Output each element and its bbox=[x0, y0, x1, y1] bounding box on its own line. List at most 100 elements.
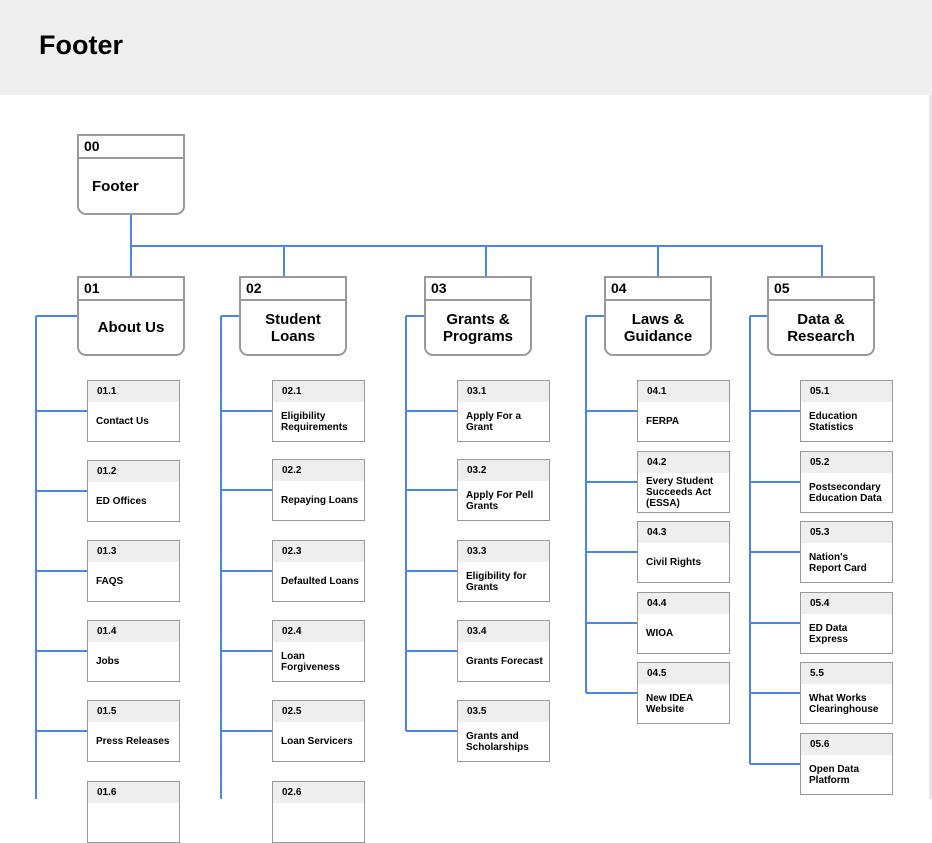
page-number: 01.1 bbox=[88, 381, 179, 402]
page-label: Jobs bbox=[96, 656, 120, 667]
page-label: Grants and Scholarships bbox=[466, 730, 529, 753]
connector-lines bbox=[35, 215, 823, 799]
section-number: 01 bbox=[79, 278, 183, 301]
node-number: 00 bbox=[79, 136, 183, 159]
page-label: Civil Rights bbox=[646, 557, 702, 568]
page-number: 5.5 bbox=[801, 663, 892, 684]
page-number: 04.4 bbox=[638, 593, 729, 614]
page-label: Loan Servicers bbox=[281, 736, 353, 747]
node-label: Footer bbox=[92, 177, 139, 195]
page-number: 05.3 bbox=[801, 522, 892, 543]
page-label: FAQS bbox=[96, 576, 124, 587]
page-number: 01.5 bbox=[88, 701, 179, 722]
section-number: 04 bbox=[606, 278, 710, 301]
page-number: 04.3 bbox=[638, 522, 729, 543]
page-header: Footer bbox=[0, 0, 932, 95]
page-label bbox=[281, 803, 361, 842]
section-label: Data & Research bbox=[787, 310, 855, 345]
page-number: 01.6 bbox=[88, 782, 179, 803]
page-number: 01.3 bbox=[88, 541, 179, 562]
page-label: Contact Us bbox=[96, 416, 149, 427]
page-title: Footer bbox=[39, 30, 123, 60]
page-number: 04.1 bbox=[638, 381, 729, 402]
page-label: New IDEA Website bbox=[646, 692, 694, 715]
section-label: Student Loans bbox=[265, 310, 321, 345]
page-number: 03.5 bbox=[458, 701, 549, 722]
page-number: 02.5 bbox=[273, 701, 364, 722]
page-number: 05.2 bbox=[801, 452, 892, 473]
page-number: 02.1 bbox=[273, 381, 364, 402]
page-label: FERPA bbox=[646, 416, 680, 427]
section-label: Laws & Guidance bbox=[623, 310, 693, 345]
page-number: 05.6 bbox=[801, 734, 892, 755]
page-label: Postsecondary Education Data bbox=[809, 481, 882, 504]
page-label: Loan Forgiveness bbox=[281, 650, 340, 673]
right-border bbox=[929, 95, 932, 799]
root-node[interactable]: 00 Footer bbox=[77, 134, 185, 215]
section-number: 02 bbox=[241, 278, 345, 301]
page-number: 02.6 bbox=[273, 782, 364, 803]
page-number: 02.3 bbox=[273, 541, 364, 562]
page-label: Open Data Platform bbox=[809, 763, 860, 786]
section-number: 05 bbox=[769, 278, 873, 301]
page-label: WIOA bbox=[646, 628, 674, 639]
page-number: 04.2 bbox=[638, 452, 729, 473]
page-node[interactable]: 01.2 ED Offices bbox=[87, 460, 180, 522]
page-label: Grants Forecast bbox=[466, 656, 543, 667]
page-node[interactable]: 01.6 bbox=[87, 781, 180, 843]
page-label bbox=[96, 803, 176, 842]
page-label: Nation's Report Card bbox=[809, 551, 867, 574]
page-label: ED Data Express bbox=[809, 622, 848, 645]
section-number: 03 bbox=[426, 278, 530, 301]
section-label: About Us bbox=[97, 319, 165, 336]
page-number: 04.5 bbox=[638, 663, 729, 684]
page-label: What Works Clearinghouse bbox=[809, 692, 879, 715]
page-number: 01.2 bbox=[88, 461, 179, 482]
page-label: Apply For a Grant bbox=[466, 410, 522, 433]
section-label: Grants & Programs bbox=[442, 310, 514, 345]
page-label: Repaying Loans bbox=[281, 495, 359, 506]
page-label: ED Offices bbox=[96, 496, 147, 507]
page-label: Eligibility for Grants bbox=[466, 570, 527, 593]
page-number: 03.3 bbox=[458, 541, 549, 562]
page-node[interactable]: 02.6 bbox=[272, 781, 365, 843]
page-number: 03.1 bbox=[458, 381, 549, 402]
page-number: 02.4 bbox=[273, 621, 364, 642]
page-label: Eligibility Requirements bbox=[281, 410, 348, 433]
page-number: 03.4 bbox=[458, 621, 549, 642]
page-number: 02.2 bbox=[273, 460, 364, 481]
page-number: 03.2 bbox=[458, 460, 549, 481]
page-label: Apply For Pell Grants bbox=[466, 489, 534, 512]
page-label: Every Student Succeeds Act (ESSA) bbox=[646, 476, 714, 509]
